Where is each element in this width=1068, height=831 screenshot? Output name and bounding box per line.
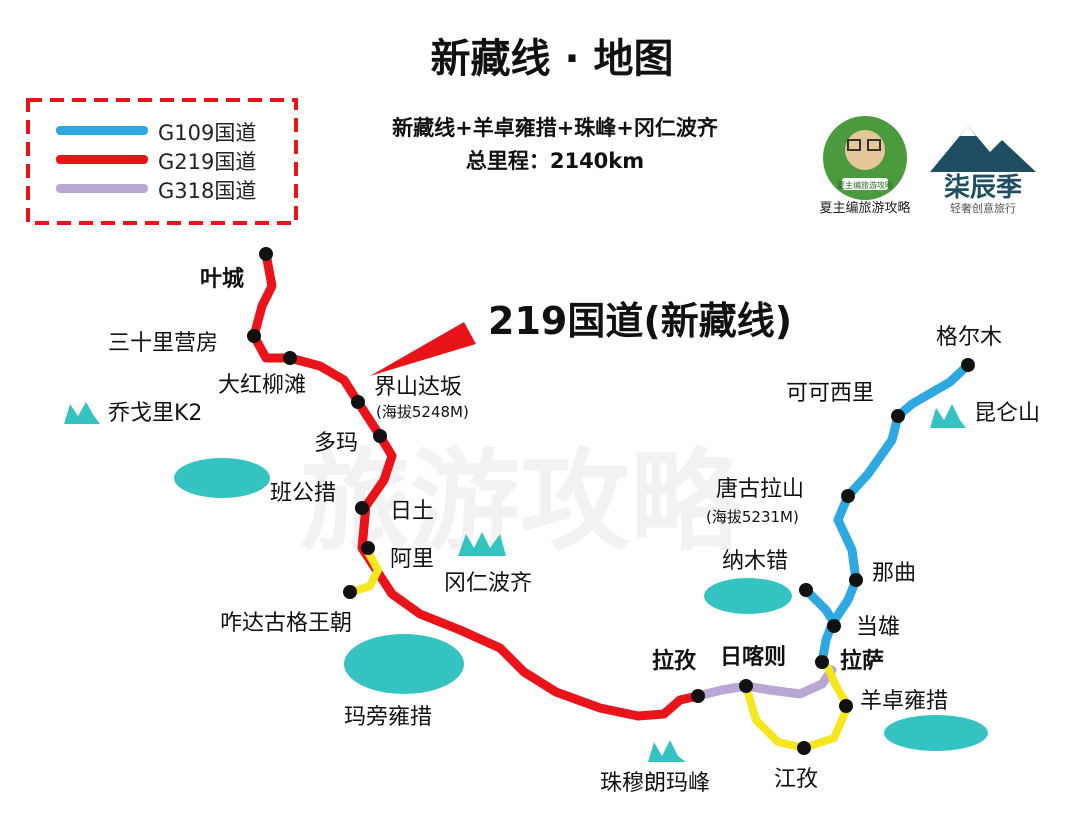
subtitle-distance: 总里程：2140km xyxy=(466,149,644,173)
stop-tanggula[interactable] xyxy=(841,489,855,503)
label-lasa: 拉萨 xyxy=(840,648,884,674)
highlight-label: 219国道(新藏线) xyxy=(488,299,792,343)
route-yellow-zhada xyxy=(348,548,382,596)
mountain-icon-gangrenboqi xyxy=(458,532,506,556)
label-lazi: 拉孜 xyxy=(652,648,697,674)
legend-label-g109: G109国道 xyxy=(158,121,256,145)
label-dangxiong: 当雄 xyxy=(856,615,900,640)
stop-yangzhuo[interactable] xyxy=(839,699,853,713)
label-rikaze: 日喀则 xyxy=(720,644,786,670)
stop-zhada[interactable] xyxy=(343,585,357,599)
stop-jieshan[interactable] xyxy=(351,395,365,409)
label-zhada: 咋达古格王朝 xyxy=(220,611,352,636)
label-bangong: 班公措 xyxy=(270,481,336,506)
route-yellow-jiangzi xyxy=(742,664,852,752)
label-namucuo: 纳木错 xyxy=(722,549,788,574)
pointer-arrow-icon xyxy=(370,322,476,376)
route-g318 xyxy=(693,665,837,701)
stop-dangxiong[interactable] xyxy=(827,619,841,633)
stop-ali[interactable] xyxy=(361,541,375,555)
stop-duoma[interactable] xyxy=(373,429,387,443)
page-title: 新藏线 · 地图 xyxy=(430,36,673,82)
legend-label-g219: G219国道 xyxy=(158,150,256,174)
stop-geermu[interactable] xyxy=(961,358,975,372)
label-ali: 阿里 xyxy=(390,547,434,572)
legend-swatch-g109 xyxy=(56,126,148,135)
stop-naqu[interactable] xyxy=(849,573,863,587)
label-kekexili: 可可西里 xyxy=(786,381,874,406)
mountain-logo-icon xyxy=(930,126,1036,172)
stop-lazi[interactable] xyxy=(691,689,705,703)
lake-mapang xyxy=(344,634,464,694)
label-qiaogeli: 乔戈里K2 xyxy=(108,401,202,426)
legend: G109国道 G219国道 G318国道 xyxy=(26,98,298,225)
legend-label-g318: G318国道 xyxy=(158,179,256,203)
stop-namucuo[interactable] xyxy=(799,583,813,597)
legend-swatch-g219 xyxy=(56,155,148,164)
legend-swatch-g318 xyxy=(56,184,148,193)
stops xyxy=(247,247,975,755)
stop-yecheng[interactable] xyxy=(259,247,273,261)
lake-namucuo xyxy=(704,578,792,614)
logo-right: 柒辰季 轻奢创意旅行 xyxy=(930,126,1036,215)
label-dahongliutan: 大红柳滩 xyxy=(218,373,306,398)
lake-bangong xyxy=(174,458,270,498)
badge-text: 夏主编旅游攻略 xyxy=(837,180,893,190)
label-ritu: 日土 xyxy=(390,499,434,524)
stop-ritu[interactable] xyxy=(355,501,369,515)
logo-right-brand: 柒辰季 xyxy=(944,173,1022,203)
label-naqu: 那曲 xyxy=(872,561,916,586)
label-sanshili: 三十里营房 xyxy=(108,331,218,356)
stop-rikaze[interactable] xyxy=(739,679,753,693)
label-gangrenboqi: 冈仁波齐 xyxy=(444,571,532,596)
label-jiangzi: 江孜 xyxy=(774,767,818,792)
logo-left-caption: 夏主编旅游攻略 xyxy=(819,200,910,216)
label-zhumulangma: 珠穆朗玛峰 xyxy=(600,771,710,796)
label-duoma: 多玛 xyxy=(314,431,358,456)
label-yecheng: 叶城 xyxy=(200,266,244,292)
label-tanggula-elevation: (海拔5231M) xyxy=(706,508,799,526)
label-jieshan: 界山达坂 xyxy=(374,375,462,400)
mountain-icon-kunlun xyxy=(930,404,966,428)
subtitle-route: 新藏线+羊卓雍措+珠峰+冈仁波齐 xyxy=(392,116,719,140)
lake-yangzhuo xyxy=(884,715,988,751)
mountain-icon-zhumulangma xyxy=(648,740,686,762)
logo-right-subtitle: 轻奢创意旅行 xyxy=(950,201,1016,215)
stop-dahongliutan[interactable] xyxy=(283,351,297,365)
label-geermu: 格尔木 xyxy=(936,325,1002,350)
label-mapang: 玛旁雍措 xyxy=(344,705,432,730)
label-tanggula: 唐古拉山 xyxy=(716,477,804,502)
stop-jiangzi[interactable] xyxy=(797,741,811,755)
label-yangzhuo: 羊卓雍措 xyxy=(860,689,948,714)
label-kunlunshan: 昆仑山 xyxy=(974,401,1040,426)
stop-kekexili[interactable] xyxy=(891,409,905,423)
legend-border xyxy=(26,98,298,225)
stop-lasa[interactable] xyxy=(815,655,829,669)
label-jieshan-elevation: (海拔5248M) xyxy=(376,403,469,421)
stop-sanshili[interactable] xyxy=(247,329,261,343)
mountain-icon-qiaogeli xyxy=(64,402,100,424)
logo-left: 夏主编旅游攻略 夏主编旅游攻略 xyxy=(819,116,911,216)
